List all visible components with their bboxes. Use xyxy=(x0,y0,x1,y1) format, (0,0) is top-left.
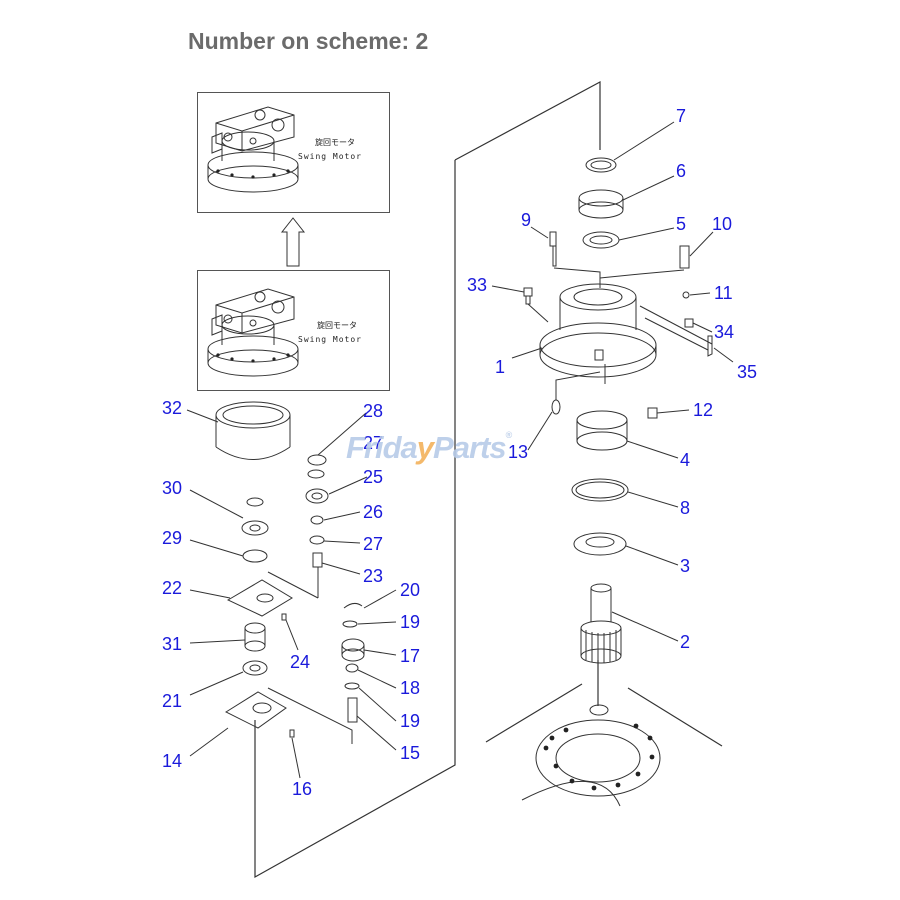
part-12-bolt xyxy=(647,407,658,419)
leader-lines xyxy=(186,121,734,779)
part-16-pin xyxy=(289,729,295,738)
part-25-gear xyxy=(305,488,329,504)
callout-18: 18 xyxy=(400,678,420,698)
callout-29: 29 xyxy=(162,528,182,548)
part-27-washer xyxy=(309,535,325,545)
part-34-bolt xyxy=(684,318,694,328)
inset-label-english: Swing Motor xyxy=(298,152,362,161)
callout-17: 17 xyxy=(400,646,420,666)
part-13-oring xyxy=(551,399,561,415)
assembly-outline xyxy=(254,80,723,879)
callout-24: 24 xyxy=(290,652,310,672)
callout-4: 4 xyxy=(680,450,690,470)
callout-33: 33 xyxy=(467,275,487,295)
inset-label-japanese: 旋回モータ xyxy=(315,138,355,147)
left-column-parts xyxy=(215,401,365,744)
swing-motor-illustration xyxy=(207,106,299,193)
part-19-washer xyxy=(342,620,358,628)
part-2-shaft xyxy=(580,583,622,664)
callout-27: 27 xyxy=(363,433,383,453)
callout-16: 16 xyxy=(292,779,312,799)
callout-34: 34 xyxy=(714,322,734,342)
callout-9: 9 xyxy=(521,210,531,230)
part-1-housing xyxy=(539,283,657,378)
part-14-carrier xyxy=(224,691,287,729)
callout-14: 14 xyxy=(162,751,182,771)
part-29-gear xyxy=(241,520,269,536)
part-32-ring-gear xyxy=(215,401,291,460)
callout-26: 26 xyxy=(363,502,383,522)
callout-35: 35 xyxy=(737,362,757,382)
inset-label-japanese: 旋回モータ xyxy=(317,321,357,330)
callout-11: 11 xyxy=(714,283,733,303)
swing-motor-inset-bottom: 旋回モータ Swing Motor xyxy=(197,270,390,391)
mounting-flange xyxy=(521,719,661,807)
callout-15: 15 xyxy=(400,743,420,763)
part-27-washer xyxy=(307,469,325,479)
callout-22: 22 xyxy=(162,578,182,598)
callout-3: 3 xyxy=(680,556,690,576)
part-24-pin xyxy=(281,613,287,621)
part-33-bolt xyxy=(523,287,533,305)
swing-motor-inset-top: 旋回モータ Swing Motor xyxy=(197,92,390,213)
part-15-pin xyxy=(347,697,358,723)
right-column-parts xyxy=(521,157,713,807)
watermark-logo: FridayParts® xyxy=(346,430,513,466)
part-31-bushing xyxy=(244,622,266,652)
watermark-text-2: y xyxy=(416,430,434,465)
part-23-pin xyxy=(312,552,323,568)
part-10-plug xyxy=(679,245,690,269)
callout-23: 23 xyxy=(363,566,383,586)
part-3-seal xyxy=(573,532,627,556)
up-arrow-icon xyxy=(280,217,306,267)
part-28-ring xyxy=(307,454,327,466)
swing-motor-illustration xyxy=(207,288,299,377)
callout-numbers: 1 2 3 4 5 6 7 8 9 10 11 12 13 14 15 16 1… xyxy=(162,106,757,799)
callout-32: 32 xyxy=(162,398,182,418)
callout-28: 28 xyxy=(363,401,383,421)
part-17-gear xyxy=(341,638,365,662)
part-9-fitting xyxy=(549,231,557,267)
callout-1: 1 xyxy=(495,357,505,377)
part-29-washer xyxy=(242,549,268,563)
part-11-oring xyxy=(682,291,690,299)
callout-6: 6 xyxy=(676,161,686,181)
callout-12: 12 xyxy=(693,400,713,420)
part-35-pin xyxy=(707,335,713,357)
flange-bolt-holes xyxy=(543,723,655,791)
callout-5: 5 xyxy=(676,214,686,234)
watermark-text-3: Parts xyxy=(433,430,507,465)
part-7-seal xyxy=(585,157,617,173)
callout-7: 7 xyxy=(676,106,686,126)
watermark-text-1: Frida xyxy=(346,430,418,465)
registered-mark: ® xyxy=(505,430,513,440)
callout-10: 10 xyxy=(712,214,732,234)
inset-label-english: Swing Motor xyxy=(298,335,362,344)
page-title: Number on scheme: 2 xyxy=(188,28,429,54)
part-20-snap-ring xyxy=(343,602,363,609)
part-4-bearing xyxy=(576,410,628,451)
part-8-ring xyxy=(571,478,629,502)
callout-31: 31 xyxy=(162,634,182,654)
part-26-bushing xyxy=(310,515,324,525)
callout-19: 19 xyxy=(400,612,420,632)
callout-25: 25 xyxy=(363,467,383,487)
part-5-bearing xyxy=(582,231,620,249)
part-22-carrier xyxy=(226,579,293,617)
callout-19-b: 19 xyxy=(400,711,420,731)
callout-20: 20 xyxy=(400,580,420,600)
callout-21: 21 xyxy=(162,691,182,711)
part-21-gear xyxy=(242,660,268,676)
part-6-bearing xyxy=(578,189,624,219)
callout-13: 13 xyxy=(508,442,528,462)
callout-27-b: 27 xyxy=(363,534,383,554)
part-30-ring xyxy=(246,497,264,507)
callout-30: 30 xyxy=(162,478,182,498)
shaft-collar xyxy=(589,704,609,716)
part-18-bushing xyxy=(345,663,359,673)
callout-8: 8 xyxy=(680,498,690,518)
callout-2: 2 xyxy=(680,632,690,652)
part-19-washer xyxy=(344,682,360,690)
